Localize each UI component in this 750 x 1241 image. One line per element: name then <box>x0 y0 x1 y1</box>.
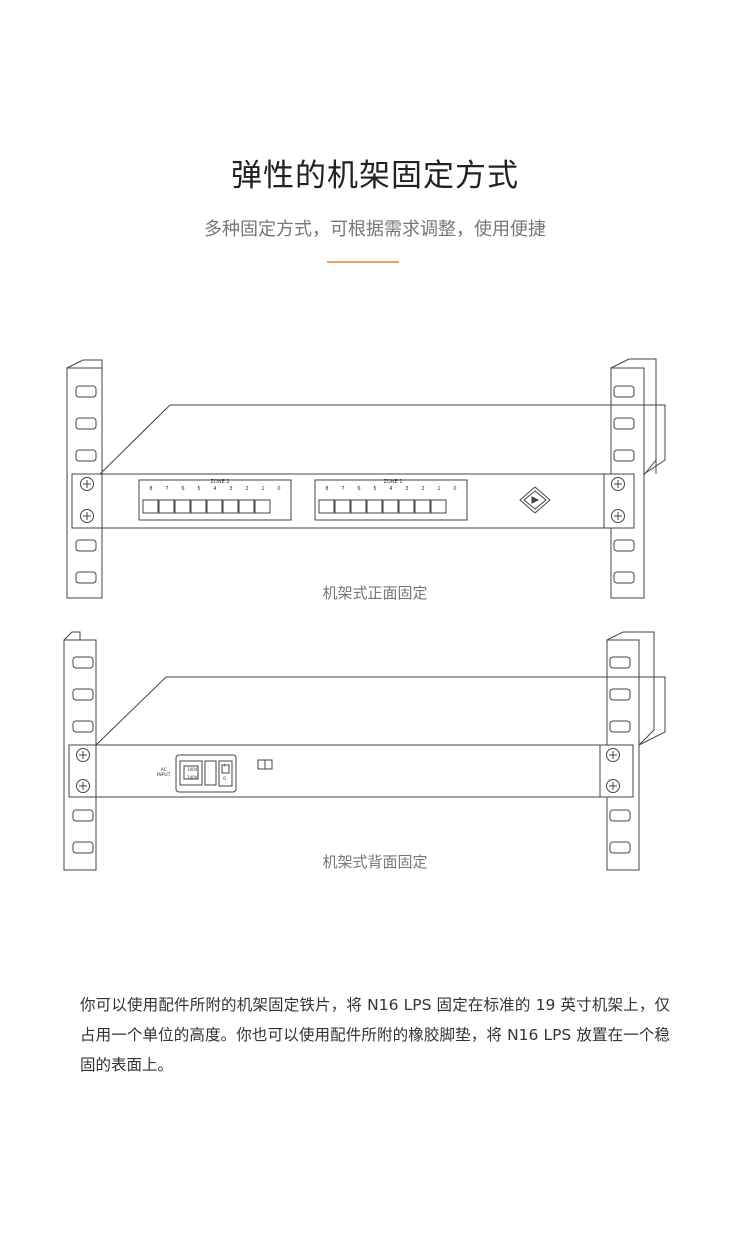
port-number: 4 <box>389 486 393 492</box>
page-subtitle: 多种固定方式，可根据需求调整，使用便捷 <box>204 219 546 240</box>
port-number: 6 <box>357 486 361 492</box>
input-label: INPUT <box>157 773 171 778</box>
switch-on-mark: I <box>224 763 226 768</box>
port-number: 8 <box>325 486 329 492</box>
port-number: 5 <box>373 486 377 492</box>
port-number: 3 <box>229 486 233 492</box>
front-view-caption: 机架式正面固定 <box>322 584 428 602</box>
port-number: 0 <box>277 486 281 492</box>
port-number: 1 <box>261 486 265 492</box>
port-number: 4 <box>213 486 217 492</box>
port-number: 5 <box>197 486 201 492</box>
page-title: 弹性的机架固定方式 <box>231 158 519 194</box>
port-number: 7 <box>165 486 169 492</box>
front-rack-diagram: ZONE 2 ZONE 1 8 7 6 5 4 3 2 1 0 8 7 6 5 … <box>0 350 750 610</box>
description-text: 你可以使用配件所附的机架固定铁片，将 N16 LPS 固定在标准的 19 英寸机… <box>80 996 670 1074</box>
zone1-label: ZONE 1 <box>383 479 403 485</box>
zone2-label: ZONE 2 <box>210 479 230 485</box>
port-number: 8 <box>149 486 153 492</box>
port-number: 6 <box>181 486 185 492</box>
port-number: 2 <box>421 486 425 492</box>
front-screws <box>80 477 625 523</box>
switch-off-mark: O <box>223 776 227 781</box>
rear-rack-diagram: AC INPUT 100V 240V I O <box>0 625 750 875</box>
voltage-low: 100V <box>187 767 198 772</box>
port-number: 7 <box>341 486 345 492</box>
port-number: 2 <box>245 486 249 492</box>
port-number: 0 <box>453 486 457 492</box>
zone1-port-numbers: 8 7 6 5 4 3 2 1 0 <box>319 486 463 492</box>
rear-view-caption: 机架式背面固定 <box>322 853 428 871</box>
ac-input-label: AC INPUT <box>157 768 170 778</box>
power-logo-icon <box>519 486 551 514</box>
ac-label: AC <box>160 768 167 773</box>
accent-divider <box>327 261 399 263</box>
port-number: 3 <box>405 486 409 492</box>
port-number: 1 <box>437 486 441 492</box>
voltage-high: 240V <box>187 775 198 780</box>
zone2-port-numbers: 8 7 6 5 4 3 2 1 0 <box>143 486 287 492</box>
left-rack-holes <box>75 385 97 584</box>
voltage-labels: 100V 240V <box>187 766 197 782</box>
